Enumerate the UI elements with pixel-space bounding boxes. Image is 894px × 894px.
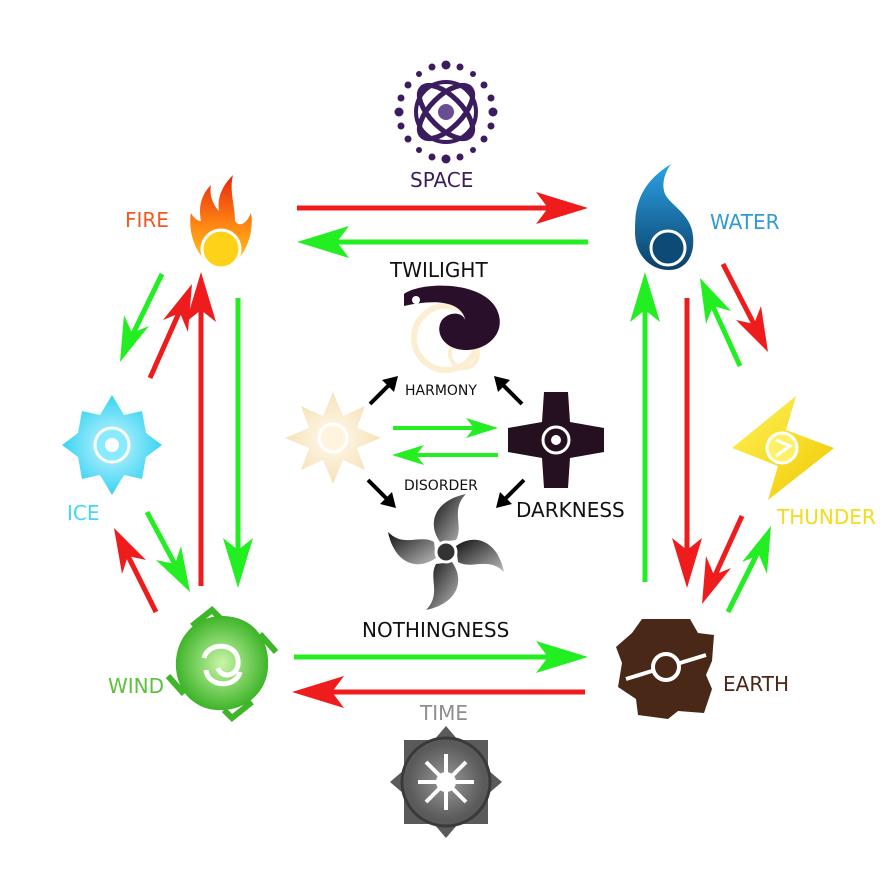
- arrow-disorder-right: [496, 478, 526, 508]
- arrow-water-to-thunder: [720, 262, 768, 352]
- arrow-harmony-right: [494, 376, 524, 406]
- disorder-label: DISORDER: [404, 478, 478, 494]
- ice-crystal-icon: [62, 395, 162, 495]
- earth-label: EARTH: [723, 672, 790, 696]
- wind-swirl-icon: [165, 605, 279, 723]
- arrow-water-to-fire: [297, 226, 588, 258]
- nothingness-label: NOTHINGNESS: [362, 618, 510, 642]
- darkness-label: DARKNESS: [516, 498, 625, 522]
- time-compass-icon: [390, 726, 502, 838]
- space-label: SPACE: [410, 168, 474, 192]
- arrow-fire-to-wind: [223, 298, 253, 588]
- arrow-ice-to-wind: [144, 510, 190, 592]
- water-drop-icon: [635, 164, 694, 270]
- arrows: [114, 192, 771, 708]
- arrow-wind-to-fire: [186, 272, 216, 586]
- twilight-crescent-icon: [404, 285, 500, 373]
- nothingness-vortex-icon: [388, 494, 504, 610]
- arrow-light-to-darkness: [393, 418, 498, 438]
- darkness-cross-icon: [508, 392, 604, 488]
- arrow-ice-to-fire: [147, 284, 192, 380]
- thunder-label: THUNDER: [777, 505, 876, 529]
- thunder-bolt-icon: [732, 396, 834, 500]
- arrow-wind-to-earth: [294, 641, 588, 673]
- earth-rock-icon: [616, 619, 714, 719]
- arrow-darkness-to-light: [392, 445, 498, 465]
- arrow-earth-to-thunder: [725, 526, 771, 614]
- arrow-fire-to-ice: [120, 272, 165, 362]
- fire-flame-icon: [190, 175, 252, 270]
- arrow-fire-to-water: [297, 192, 588, 224]
- light-sun-icon: [285, 392, 381, 484]
- twilight-label: TWILIGHT: [390, 258, 488, 282]
- ice-label: ICE: [67, 501, 100, 525]
- time-label: TIME: [420, 701, 469, 725]
- arrow-harmony-left: [368, 376, 398, 406]
- arrow-earth-to-water: [630, 272, 660, 582]
- harmony-label: HARMONY: [405, 383, 477, 399]
- arrow-disorder-left: [366, 478, 396, 508]
- arrow-thunder-to-earth: [702, 514, 745, 604]
- arrow-thunder-to-water: [700, 278, 743, 368]
- space-orbit-icon: [394, 60, 498, 164]
- fire-label: FIRE: [125, 208, 169, 232]
- arrow-wind-to-ice: [114, 528, 159, 614]
- water-label: WATER: [710, 210, 780, 234]
- wind-label: WIND: [108, 674, 165, 698]
- arrow-earth-to-wind: [292, 676, 585, 708]
- arrow-water-to-earth: [672, 298, 702, 588]
